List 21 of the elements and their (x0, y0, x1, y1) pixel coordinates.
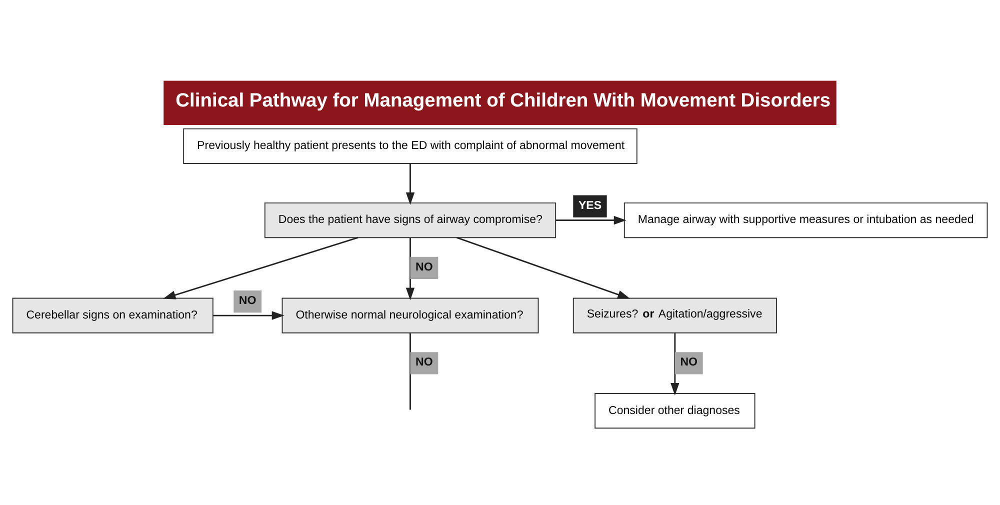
node-box: Otherwise normal neurological examination? (282, 298, 539, 334)
arrow (213, 311, 284, 320)
node-box: Cerebellar signs on examination? (12, 298, 214, 334)
node-box: Manage airway with supportive measures or intubation as needed (624, 202, 988, 238)
edge-label: NO (416, 261, 433, 274)
arrow (163, 236, 358, 300)
edge-label: NO (416, 356, 433, 369)
arrow (406, 164, 415, 205)
node-box: Previously healthy patient presents to the ED with complaint of abnormal movement (183, 128, 638, 164)
node-box: Seizures? or Agitation/aggressive (572, 298, 777, 334)
arrow (556, 216, 626, 225)
connector (410, 333, 411, 410)
node-box: Consider other diagnoses (594, 393, 756, 429)
diagram-title: Clinical Pathway for Management of Children With Movement Disorders (176, 90, 831, 112)
edge-label: YES (578, 200, 602, 212)
arrow (670, 333, 680, 396)
arrow (456, 236, 630, 299)
arrow (406, 238, 415, 300)
node-box: Does the patient have signs of airway compromise? (264, 202, 556, 238)
edge-label: NO (680, 356, 698, 369)
edge-label: NO (238, 295, 256, 308)
